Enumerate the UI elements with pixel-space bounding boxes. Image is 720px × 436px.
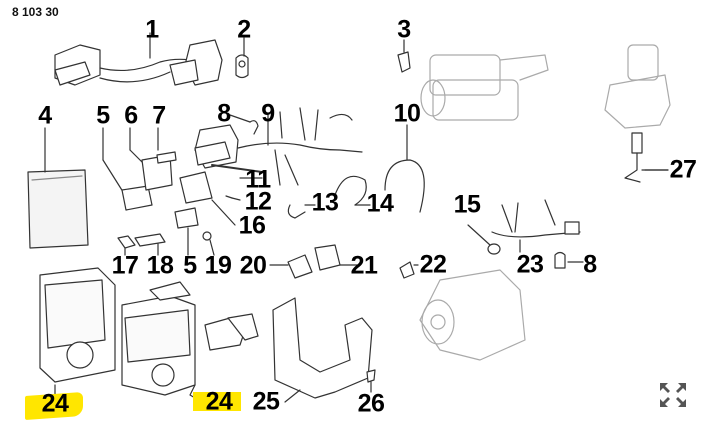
part-24-panel-right-drawing xyxy=(121,281,259,403)
part-label-12[interactable]: 12 xyxy=(244,187,272,216)
part-13-drawing xyxy=(287,204,316,219)
part-15-23-drawing xyxy=(399,199,584,279)
part-label-8-top[interactable]: 8 xyxy=(217,99,231,128)
part-label-19[interactable]: 19 xyxy=(204,251,232,280)
part-label-2[interactable]: 2 xyxy=(237,15,251,44)
part-3-drawing xyxy=(397,39,411,73)
expand-button[interactable] xyxy=(659,382,687,408)
part-label-11[interactable]: 11 xyxy=(245,165,271,194)
part-14-drawing xyxy=(334,175,371,206)
part-5-6-7-drawing xyxy=(102,127,177,211)
part-label-5-bottom[interactable]: 5 xyxy=(183,251,197,280)
thermostat-drawing xyxy=(604,44,671,129)
part-label-5-top[interactable]: 5 xyxy=(96,101,110,130)
part-24-panel-left-drawing xyxy=(39,267,116,401)
part-2-drawing xyxy=(235,37,249,79)
part-20-21-drawing xyxy=(269,244,358,279)
part-label-23[interactable]: 23 xyxy=(516,250,544,279)
part-25-bracket-drawing xyxy=(272,297,376,403)
part-label-18[interactable]: 18 xyxy=(146,251,174,280)
part-27-sensor-drawing xyxy=(624,132,669,183)
part-label-14[interactable]: 14 xyxy=(366,189,394,218)
part-label-27[interactable]: 27 xyxy=(669,155,697,184)
part-label-26[interactable]: 26 xyxy=(357,389,385,418)
part-label-13[interactable]: 13 xyxy=(311,188,339,217)
part-4-drawing xyxy=(27,127,89,249)
part-label-16[interactable]: 16 xyxy=(238,211,266,240)
alternator-drawing xyxy=(419,269,526,361)
highlight-24-right xyxy=(193,392,241,411)
starter-motor-drawing xyxy=(420,54,549,121)
part-label-4[interactable]: 4 xyxy=(38,101,52,130)
expand-arrows-icon xyxy=(660,383,686,407)
diagram-id: 8 103 30 xyxy=(12,5,59,19)
part-17-18-19-drawing xyxy=(117,231,215,256)
part-label-21[interactable]: 21 xyxy=(350,251,378,280)
part-label-15[interactable]: 15 xyxy=(453,190,481,219)
part-label-7[interactable]: 7 xyxy=(152,101,166,130)
part-label-6[interactable]: 6 xyxy=(124,101,138,130)
part-label-9[interactable]: 9 xyxy=(261,99,275,128)
part-label-25[interactable]: 25 xyxy=(252,387,280,416)
part-label-10[interactable]: 10 xyxy=(393,99,421,128)
part-label-17[interactable]: 17 xyxy=(111,251,139,280)
part-1-harness-drawing xyxy=(54,32,223,86)
part-label-3[interactable]: 3 xyxy=(397,15,411,44)
part-label-24-left[interactable]: 24 xyxy=(41,389,69,418)
part-10-drawing xyxy=(384,124,425,213)
part-9-harness-drawing xyxy=(174,107,363,256)
part-label-24-right[interactable]: 24 xyxy=(205,387,233,416)
part-label-20[interactable]: 20 xyxy=(239,251,267,280)
part-label-22[interactable]: 22 xyxy=(419,250,447,279)
part-label-8-right[interactable]: 8 xyxy=(583,250,597,279)
part-label-1[interactable]: 1 xyxy=(145,15,159,44)
